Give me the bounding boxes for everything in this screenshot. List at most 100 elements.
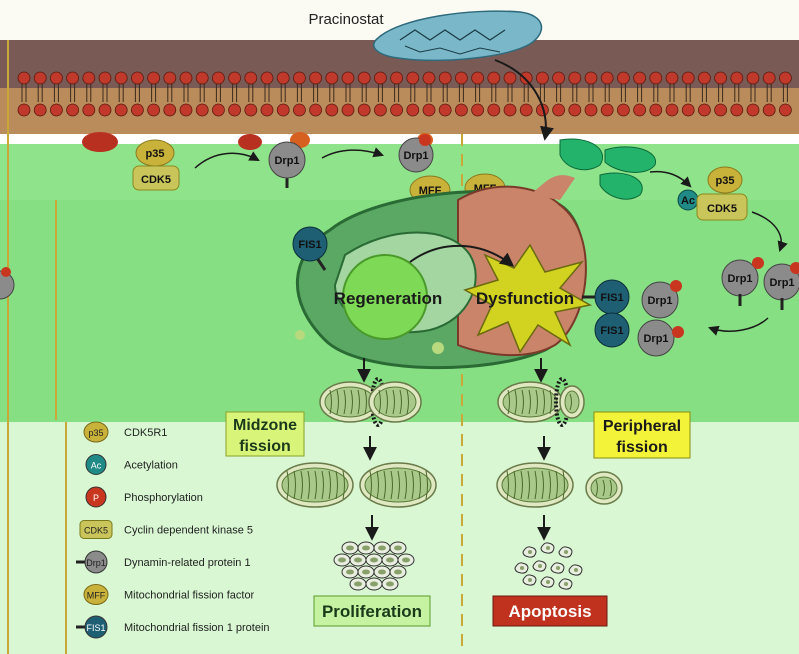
dividing-mitochondria-left	[319, 377, 422, 427]
proliferating-mitochondrion	[341, 541, 359, 555]
proliferating-mitochondrion	[373, 565, 391, 579]
cdk5-icon	[79, 520, 113, 539]
legend-key: FIS1	[86, 623, 105, 633]
drp1-icon	[84, 550, 108, 574]
apoptotic-fragment	[522, 546, 537, 558]
proliferating-mitochondrion	[357, 565, 375, 579]
legend-key: Drp1	[86, 558, 106, 568]
regeneration-label: Regeneration	[334, 289, 443, 308]
svg-text:FIS1: FIS1	[600, 325, 623, 337]
apoptotic-fragment	[550, 562, 565, 574]
legend-key: CDK5	[84, 526, 108, 536]
mitochondrion-icon	[496, 462, 574, 508]
proliferating-mitochondrion	[373, 541, 391, 555]
proliferating-mitochondrion	[365, 553, 383, 567]
svg-text:p35: p35	[716, 175, 735, 187]
phosphorylation-icon	[85, 486, 107, 508]
apoptotic-fragment	[540, 576, 555, 588]
svg-text:Drp1: Drp1	[643, 333, 668, 345]
proliferating-mitochondrion	[389, 541, 407, 555]
legend-label: Dynamin-related protein 1	[124, 557, 251, 569]
proliferating-mitochondrion	[357, 541, 375, 555]
pracinostat-molecule	[373, 10, 543, 62]
proliferating-mitochondrion	[349, 577, 367, 591]
cdk5-label: CDK5	[141, 174, 171, 186]
fis1-icon	[84, 615, 108, 639]
legend-item: Ac Acetylation	[85, 454, 178, 475]
ac-label: Ac	[681, 195, 695, 207]
drp1-top-left: Drp1	[268, 141, 306, 188]
svg-text:Drp1: Drp1	[727, 273, 752, 285]
dividing-mitochondria-right	[497, 377, 585, 427]
legend-key: p35	[88, 428, 103, 438]
regeneration-node: Regeneration	[334, 254, 443, 340]
legend-label: Acetylation	[124, 460, 178, 472]
proliferation-label: Proliferation	[322, 602, 422, 621]
proliferating-mitochondrion	[381, 577, 399, 591]
mitochondrion-icon	[585, 471, 623, 505]
apoptotic-fragment	[568, 564, 583, 576]
apoptosis-box: Apoptosis	[492, 595, 608, 627]
legend-label: Mitochondrial fission factor	[124, 590, 255, 602]
legend-item: p35 CDK5R1	[83, 421, 167, 443]
svg-text:Drp1: Drp1	[769, 277, 794, 289]
proliferating-mitochondrion	[341, 565, 359, 579]
p35-icon	[83, 421, 109, 443]
legend-key: MFF	[87, 591, 106, 601]
proliferating-mitochondrion	[365, 577, 383, 591]
apoptotic-fragment	[558, 578, 573, 590]
svg-text:Drp1: Drp1	[403, 150, 428, 162]
svg-text:CDK5: CDK5	[707, 203, 737, 215]
entry-arrow	[494, 59, 554, 141]
legend-label: CDK5R1	[124, 427, 167, 439]
svg-text:FIS1: FIS1	[298, 239, 321, 251]
mff-icon	[83, 584, 109, 605]
legend-item: P Phosphorylation	[85, 486, 203, 508]
legend-label: Cyclin dependent kinase 5	[124, 525, 253, 537]
proliferating-mitochondrion	[389, 565, 407, 579]
proliferating-mitochondrion	[381, 553, 399, 567]
apoptotic-fragment	[540, 542, 555, 554]
legend-label: Phosphorylation	[124, 492, 203, 504]
svg-text:Drp1: Drp1	[274, 155, 299, 167]
drp1-right-pair: Drp1 Drp1	[721, 257, 799, 310]
mitochondrion-icon	[368, 381, 422, 423]
proliferation-box: Proliferation	[313, 595, 431, 627]
legend-item: CDK5 Cyclin dependent kinase 5	[79, 520, 253, 539]
svg-text:Drp1: Drp1	[647, 295, 672, 307]
legend-item: Drp1 Dynamin-related protein 1	[76, 550, 251, 574]
proliferating-mitochondrion	[333, 553, 351, 567]
proliferating-mitochondrion	[397, 553, 415, 567]
apoptotic-fragment	[514, 562, 529, 574]
dysfunction-node: Dysfunction	[463, 243, 593, 354]
mitochondrion-icon	[359, 462, 437, 508]
daughter-mitochondria	[276, 436, 623, 541]
dysfunction-label: Dysfunction	[476, 289, 574, 308]
p35-label: p35	[146, 148, 165, 160]
acetylation-icon	[85, 454, 107, 475]
mitochondrion-icon	[559, 385, 585, 419]
legend-item: MFF Mitochondrial fission factor	[83, 584, 255, 605]
apoptotic-fragment	[522, 574, 537, 586]
fis1-drp1-right: FIS1 Drp1 FIS1 Drp1	[582, 279, 684, 357]
legend-key: Ac	[91, 461, 102, 471]
p35-cdk5-complex-right: p35 Ac CDK5	[677, 166, 748, 221]
legend-key: P	[93, 493, 99, 503]
title: Pracinostat	[308, 11, 384, 28]
cell-clusters	[333, 541, 583, 591]
legend-item: FIS1 Mitochondrial fission 1 protein	[76, 615, 270, 639]
proliferating-mitochondrion	[349, 553, 367, 567]
p35-cdk5-complex-left: p35 CDK5	[132, 139, 180, 191]
drug-cluster	[559, 138, 656, 200]
legend-label: Mitochondrial fission 1 protein	[124, 622, 270, 634]
apoptotic-fragment	[532, 560, 547, 572]
apoptosis-label: Apoptosis	[508, 602, 591, 621]
svg-text:FIS1: FIS1	[600, 292, 623, 304]
